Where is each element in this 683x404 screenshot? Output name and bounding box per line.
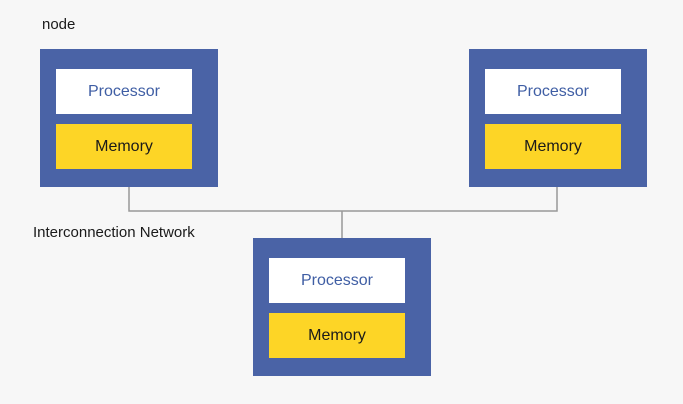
node-label: node bbox=[42, 16, 76, 33]
interconnection-network-label: Interconnection Network bbox=[33, 224, 195, 241]
node-bottom-center: Processor Memory bbox=[253, 238, 431, 376]
node-top-right: Processor Memory bbox=[469, 49, 647, 187]
processor-box: Processor bbox=[485, 69, 621, 114]
wire-left-node bbox=[128, 187, 342, 212]
processor-box: Processor bbox=[56, 69, 192, 114]
memory-box: Memory bbox=[269, 313, 405, 358]
memory-box: Memory bbox=[56, 124, 192, 169]
processor-box: Processor bbox=[269, 258, 405, 303]
memory-box: Memory bbox=[485, 124, 621, 169]
wire-right-node bbox=[342, 187, 558, 212]
node-top-left: Processor Memory bbox=[40, 49, 218, 187]
